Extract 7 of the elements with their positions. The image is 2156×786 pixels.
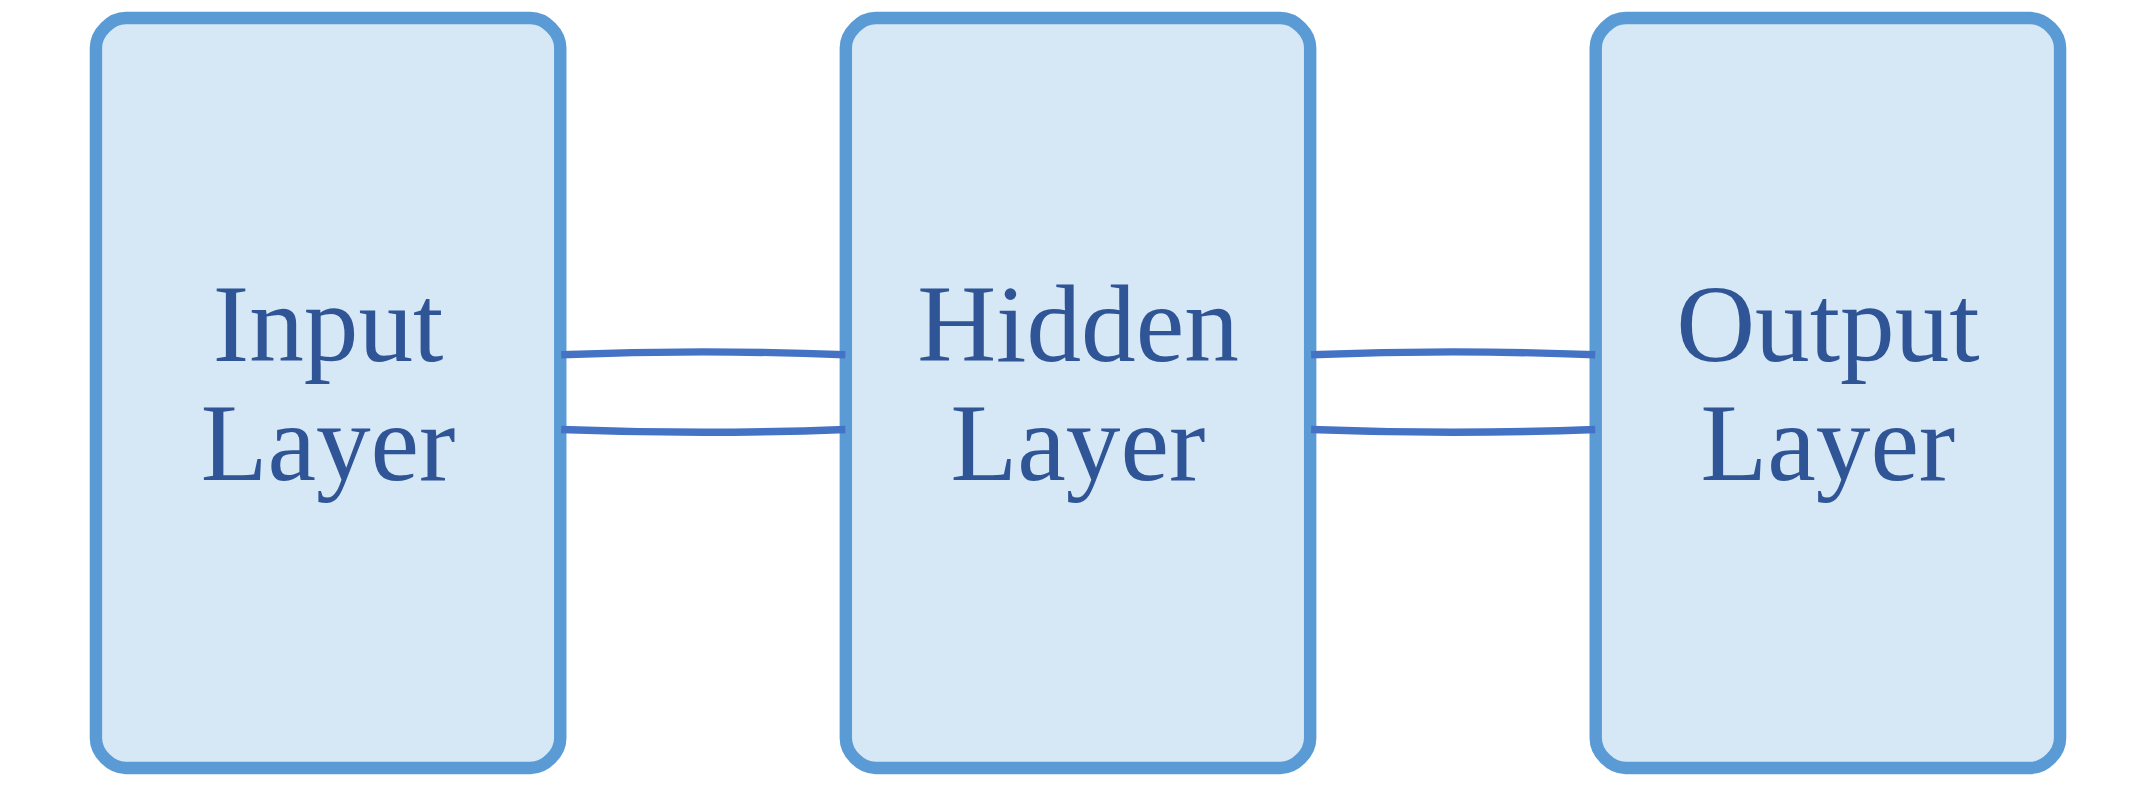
node-box: Input Layer (89, 11, 567, 775)
node-box: Hidden Layer (839, 11, 1317, 775)
connector (1310, 425, 1596, 436)
node-box: Output Layer (1589, 11, 2067, 775)
connector (1310, 348, 1596, 359)
connector (561, 348, 846, 359)
connector (561, 425, 846, 436)
